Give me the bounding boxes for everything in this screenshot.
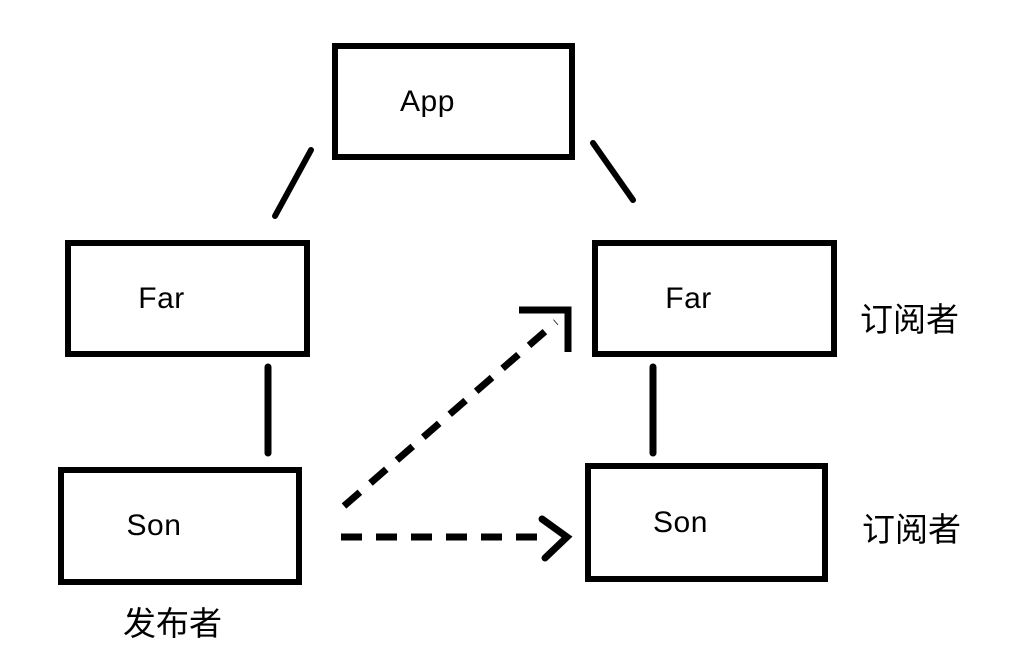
arrowhead-icon bbox=[538, 515, 573, 562]
publisher-annotation: 发布者 bbox=[123, 605, 222, 642]
dashed-arrow-son-to-son-right bbox=[341, 515, 573, 562]
dashed-arrow-son-to-far-right bbox=[341, 306, 572, 509]
subscriber-annotation-far: 订阅者 bbox=[860, 301, 959, 338]
node-app-label: App bbox=[400, 84, 455, 118]
dashed-arrow-shaft bbox=[341, 319, 559, 509]
node-far-left-label: Far bbox=[138, 281, 185, 315]
arrowhead-icon bbox=[519, 306, 572, 352]
node-far-right: Far bbox=[592, 240, 837, 357]
node-far-left: Far bbox=[65, 240, 310, 357]
node-son-left-label: Son bbox=[126, 509, 182, 542]
node-son-left: Son bbox=[58, 467, 302, 585]
edge-app-to-far-right bbox=[590, 140, 636, 203]
node-app: App bbox=[332, 43, 575, 160]
subscriber-annotation-son: 订阅者 bbox=[862, 511, 961, 548]
node-far-right-label: Far bbox=[665, 281, 712, 315]
node-son-right: Son bbox=[585, 463, 828, 582]
node-son-right-label: Son bbox=[653, 505, 708, 539]
edge-app-to-far-left bbox=[272, 147, 314, 219]
